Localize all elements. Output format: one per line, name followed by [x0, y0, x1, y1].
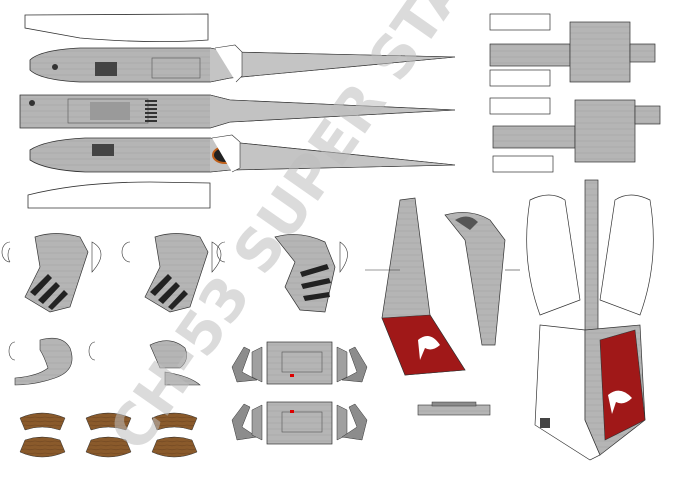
rotor-blade-strips: [19, 412, 198, 458]
main-gear-assemblies: [231, 341, 368, 445]
tail-pylon-left: [365, 197, 466, 376]
sponson-parts: [1, 233, 348, 313]
tail-pylon-right: [444, 212, 520, 346]
gear-pieces: [8, 337, 201, 386]
fuselage-side-right: [29, 134, 456, 173]
fuselage-side-left: [29, 44, 456, 83]
fuselage-top-view: [19, 94, 456, 129]
tail-rotor-mount: [417, 401, 491, 416]
fuselage-top-strip: [24, 13, 209, 42]
small-bracket: [7, 247, 11, 263]
fuselage-bottom-strip: [27, 181, 211, 209]
engine-pod-parts: [489, 13, 661, 173]
side-window-left: [95, 62, 117, 76]
rear-ramp-assembly: [526, 179, 654, 461]
